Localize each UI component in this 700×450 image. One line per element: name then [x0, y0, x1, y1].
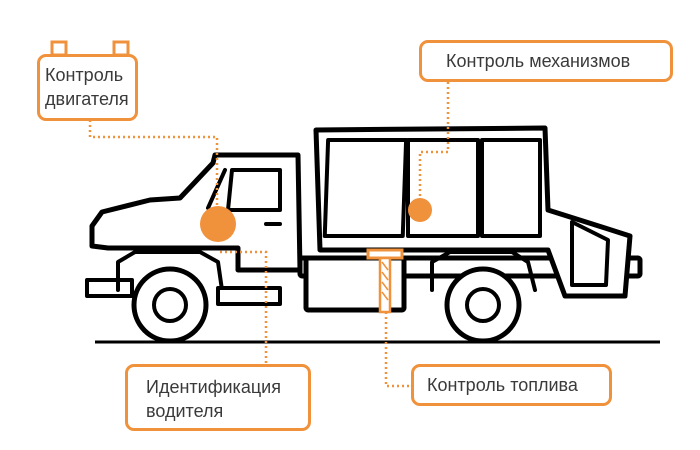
- fuel-control-text: Контроль топлива: [427, 375, 578, 395]
- leader-fuel: [384, 312, 411, 388]
- front-fender: [116, 250, 224, 292]
- leader-lines: [88, 82, 450, 388]
- driver-identification-line1: Идентификация: [146, 377, 281, 397]
- rear-wheel-hub: [465, 287, 501, 323]
- front-bumper: [85, 278, 134, 298]
- leader-mechanisms: [418, 82, 450, 196]
- engine-control-line1: Контроль: [45, 65, 124, 85]
- mechanisms-control-text: Контроль механизмов: [446, 51, 631, 71]
- engine-control-label: Контроль двигателя: [37, 54, 138, 121]
- leader-driver: [220, 250, 268, 364]
- engine-sensor-dot-icon: [200, 206, 236, 242]
- dump-truck: [85, 125, 643, 344]
- mechanism-sensor-dot-icon: [408, 198, 432, 222]
- driver-identification-line2: водителя: [146, 401, 224, 421]
- front-wheel-hub: [152, 287, 188, 323]
- leader-engine: [88, 120, 219, 208]
- mechanisms-control-label: Контроль механизмов: [419, 40, 673, 82]
- cab-window: [226, 168, 282, 212]
- driver-identification-label: Идентификация водителя: [125, 364, 311, 431]
- side-step: [216, 286, 282, 306]
- engine-control-line2: двигателя: [45, 89, 129, 109]
- dump-panel-1: [322, 138, 409, 238]
- rear-fender: [430, 250, 537, 292]
- dump-panel-3: [480, 138, 542, 238]
- dump-tailgate: [570, 220, 610, 287]
- fuel-control-label: Контроль топлива: [411, 364, 612, 406]
